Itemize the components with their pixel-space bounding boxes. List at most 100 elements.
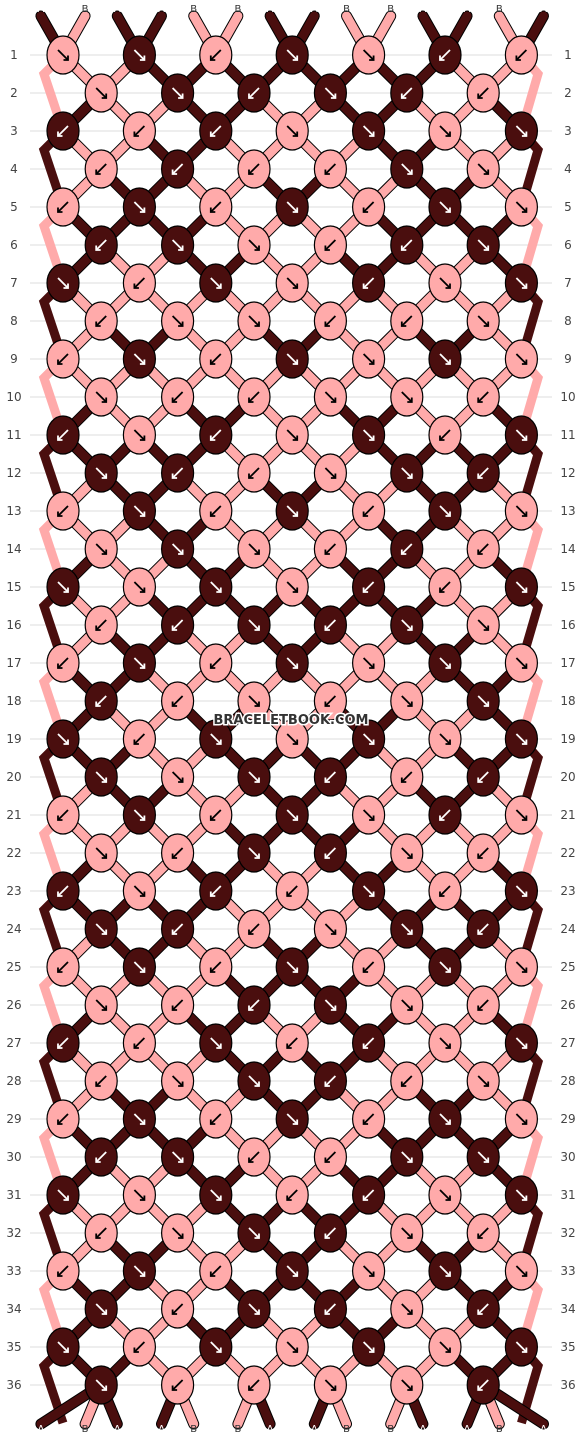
knot bbox=[466, 301, 500, 341]
knot bbox=[46, 35, 80, 75]
arrow-head-icon bbox=[324, 853, 330, 859]
arrow-head-icon bbox=[324, 1309, 330, 1315]
row-label-left: 4 bbox=[10, 162, 18, 176]
arrow-head-icon bbox=[171, 1385, 178, 1391]
row-label-left: 26 bbox=[6, 998, 21, 1012]
arrow-head-icon bbox=[407, 473, 413, 479]
arrow-head-icon bbox=[369, 1271, 375, 1277]
row-label-right: 23 bbox=[560, 884, 575, 898]
arrow-head-icon bbox=[171, 1005, 178, 1011]
knot bbox=[199, 339, 233, 379]
arrow-down-left-icon bbox=[210, 201, 222, 213]
arrow-head-icon bbox=[139, 1119, 146, 1125]
arrow-down-right-icon bbox=[515, 809, 528, 821]
arrow-down-left-icon bbox=[362, 505, 375, 517]
knot bbox=[84, 377, 118, 417]
arrow-head-icon bbox=[248, 1005, 254, 1011]
arrow-head-icon bbox=[171, 701, 178, 707]
arrow-down-right-icon bbox=[477, 1151, 489, 1163]
arrow-down-left-icon bbox=[95, 239, 107, 251]
arrow-down-left-icon bbox=[248, 391, 260, 403]
arrow-head-icon bbox=[521, 283, 528, 289]
knot bbox=[313, 757, 347, 797]
arrow-down-left-icon bbox=[57, 1265, 69, 1277]
row-label-left: 24 bbox=[6, 922, 21, 936]
arrow-down-left-icon bbox=[133, 277, 146, 289]
knot bbox=[428, 1099, 462, 1139]
arrow-down-right-icon bbox=[95, 391, 107, 403]
knot bbox=[84, 909, 118, 949]
arrow-head-icon bbox=[139, 359, 146, 365]
knot bbox=[84, 985, 118, 1025]
arrow-down-right-icon bbox=[286, 429, 298, 441]
arrow-down-right-icon bbox=[133, 201, 146, 213]
knot bbox=[161, 225, 195, 265]
arrow-down-right-icon bbox=[362, 429, 375, 441]
row-label-right: 20 bbox=[560, 770, 575, 784]
strand-label-bottom: B bbox=[190, 1424, 197, 1435]
strand-label-top: A bbox=[114, 4, 121, 15]
row-label-left: 30 bbox=[6, 1150, 21, 1164]
arrow-head-icon bbox=[209, 131, 216, 137]
row-label-left: 28 bbox=[6, 1074, 21, 1088]
knot bbox=[504, 415, 539, 455]
arrow-head-icon bbox=[521, 739, 528, 745]
arrow-down-right-icon bbox=[362, 49, 375, 61]
arrow-down-right-icon bbox=[362, 657, 375, 669]
strand-label-top: B bbox=[387, 4, 394, 15]
knot bbox=[199, 187, 233, 227]
arrow-head-icon bbox=[57, 131, 63, 137]
row-label-left: 6 bbox=[10, 238, 18, 252]
arrow-down-left-icon bbox=[210, 885, 222, 897]
arrow-down-right-icon bbox=[515, 1037, 528, 1049]
knot bbox=[122, 111, 156, 151]
knot bbox=[199, 415, 233, 455]
knot bbox=[122, 35, 156, 75]
arrow-head-icon bbox=[133, 739, 139, 745]
strand-label-bottom: B bbox=[343, 1424, 350, 1435]
arrow-down-right-icon bbox=[171, 1075, 184, 1087]
arrow-head-icon bbox=[521, 663, 528, 669]
arrow-head-icon bbox=[133, 283, 139, 289]
arrow-head-icon bbox=[477, 549, 483, 555]
arrow-down-right-icon bbox=[171, 239, 184, 251]
arrow-head-icon bbox=[95, 1233, 101, 1239]
knot bbox=[122, 871, 156, 911]
arrow-head-icon bbox=[139, 55, 146, 61]
knot bbox=[199, 1099, 233, 1139]
knot bbox=[161, 301, 195, 341]
arrow-down-right-icon bbox=[95, 923, 107, 935]
arrow-head-icon bbox=[483, 701, 490, 707]
knot bbox=[237, 1061, 271, 1101]
arrow-down-right-icon bbox=[515, 961, 528, 973]
arrow-head-icon bbox=[216, 1195, 222, 1201]
arrow-head-icon bbox=[254, 245, 260, 251]
arrow-down-left-icon bbox=[171, 999, 184, 1011]
arrow-down-right-icon bbox=[439, 125, 451, 137]
arrow-down-right-icon bbox=[515, 885, 528, 897]
knot bbox=[313, 453, 347, 493]
arrow-head-icon bbox=[407, 929, 413, 935]
arrow-down-right-icon bbox=[171, 87, 184, 99]
knot bbox=[313, 1365, 347, 1405]
arrow-head-icon bbox=[209, 207, 216, 213]
arrow-down-left-icon bbox=[171, 1379, 184, 1391]
knot bbox=[390, 605, 424, 645]
row-label-right: 21 bbox=[560, 808, 575, 822]
knot bbox=[84, 1289, 118, 1329]
arrow-head-icon bbox=[216, 1043, 222, 1049]
arrow-down-right-icon bbox=[210, 733, 222, 745]
arrow-down-left-icon bbox=[210, 505, 222, 517]
arrow-down-right-icon bbox=[401, 391, 413, 403]
arrow-head-icon bbox=[286, 891, 292, 897]
knot bbox=[428, 871, 462, 911]
row-label-right: 13 bbox=[560, 504, 575, 518]
arrow-head-icon bbox=[57, 1271, 63, 1277]
arrow-head-icon bbox=[139, 511, 146, 517]
arrow-down-right-icon bbox=[133, 429, 146, 441]
row-label-right: 1 bbox=[564, 48, 572, 62]
arrow-head-icon bbox=[477, 1233, 483, 1239]
arrow-down-left-icon bbox=[477, 847, 489, 859]
knot bbox=[504, 111, 539, 151]
